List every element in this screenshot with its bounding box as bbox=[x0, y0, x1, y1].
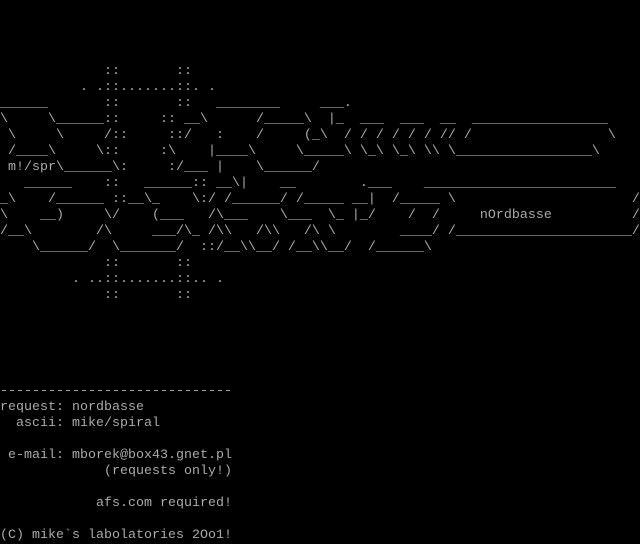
art-line-left: \ __) \/ (___ /\___ \___ \_ |_/ / / bbox=[0, 208, 480, 223]
art-line: ______ :: :: ________ ___. bbox=[0, 96, 352, 111]
ascii-credit-line: ascii: mike/spiral bbox=[0, 416, 160, 431]
art-line: \ \ /:: ::/ : / (_\ / / / / / / // / \ bbox=[0, 128, 616, 143]
requirement-line: afs.com required! bbox=[0, 496, 232, 511]
art-line: _\ /______ ::__\_ \:/ /______/ /_____ __… bbox=[0, 192, 640, 207]
email-line: e-mail: mborek@box43.gnet.pl bbox=[0, 448, 232, 463]
art-line: m!/spr\______\: :/___ | \______/ bbox=[0, 160, 320, 175]
request-line: request: nordbasse bbox=[0, 400, 144, 415]
art-line: /__\ /\ ___/\_ /\\ /\\ /\ \ ____/ /_____… bbox=[0, 224, 640, 239]
art-line-with-title: \ __) \/ (___ /\___ \___ \_ |_/ / / nOrd… bbox=[0, 208, 640, 224]
art-line: \______/ \_______/ ::/__\\__/ /__\\__/ /… bbox=[0, 240, 432, 255]
art-line: \ \______:: :: __\ /_____\ |_ ___ ___ __… bbox=[0, 112, 608, 127]
art-line: . ..::.......::.. . bbox=[0, 272, 224, 287]
art-line: ______ :: ______:: __\| __ .___ ________… bbox=[0, 176, 616, 191]
art-line: :: :: bbox=[0, 256, 192, 271]
divider: ----------------------------- bbox=[0, 384, 232, 399]
art-title: nOrdbasse bbox=[479, 208, 552, 223]
email-note: (requests only!) bbox=[0, 464, 232, 479]
art-line: . .::.......::. . bbox=[0, 80, 216, 95]
copyright-line: (C) mike`s labolatories 2Oo1! bbox=[0, 528, 232, 543]
art-line-right: / bbox=[551, 208, 640, 223]
art-line: /____\ \:: :\ |____\ \_____\ \_\ \_\ \\ … bbox=[0, 144, 600, 159]
art-line: :: :: bbox=[0, 288, 192, 303]
art-line: :: :: bbox=[0, 64, 192, 79]
